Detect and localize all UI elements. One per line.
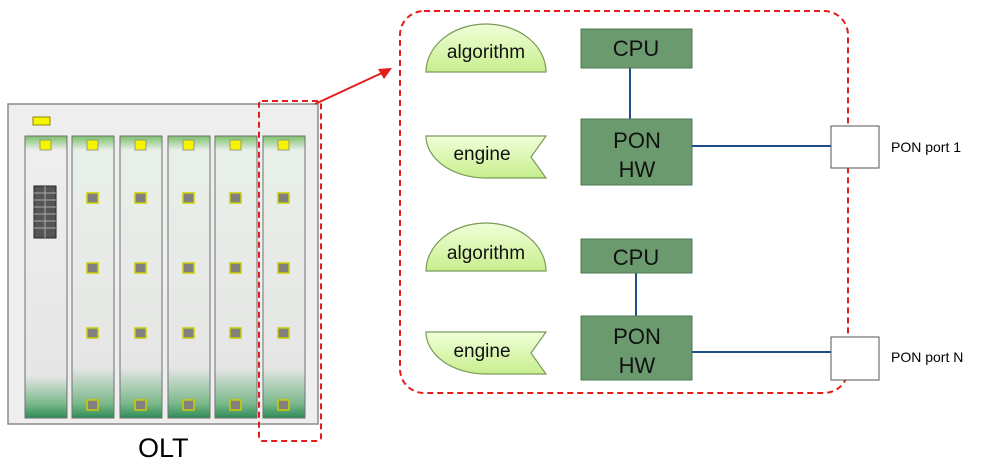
- engine-label-1: engine: [453, 144, 510, 165]
- pon-hw-label-2-line1: PON: [613, 324, 661, 349]
- engine-shape-2: [425, 331, 548, 375]
- pon-port-label-1: PON port 1: [891, 139, 962, 155]
- pon-hw-label-2-line2: HW: [619, 353, 656, 378]
- algorithm-label-2: algorithm: [447, 243, 525, 264]
- olt-line-card-3: [167, 135, 211, 419]
- zoom-arrow: [314, 68, 392, 105]
- olt-line-card-5-highlighted: [262, 135, 306, 419]
- olt-label: OLT: [138, 433, 189, 463]
- cpu-box-1: [580, 28, 693, 69]
- pon-hw-box-1: [580, 118, 693, 186]
- cpu-label-1: CPU: [613, 36, 659, 61]
- cpu-label-2: CPU: [613, 245, 659, 270]
- pon-hw-box-2: [580, 315, 693, 381]
- engine-shape-1: [425, 135, 548, 179]
- engine-label-2: engine: [453, 341, 510, 362]
- pon-hw-label-1-line2: HW: [619, 157, 656, 182]
- algorithm-shape-2: [425, 222, 547, 272]
- pon-port-box-2: [830, 336, 880, 381]
- pon-hw-label-1-line1: PON: [613, 128, 661, 153]
- olt-control-card: [24, 135, 68, 419]
- pon-port-box-1: [830, 125, 880, 169]
- chassis-status-led: [32, 116, 51, 126]
- olt-line-card-2: [119, 135, 163, 419]
- pon-port-label-n: PON port N: [891, 349, 964, 365]
- algorithm-label-1: algorithm: [447, 42, 525, 63]
- olt-chassis: [7, 103, 319, 425]
- cpu-box-2: [580, 238, 693, 274]
- algorithm-shape-1: [425, 23, 547, 73]
- olt-line-card-4: [214, 135, 258, 419]
- olt-line-card-1: [71, 135, 115, 419]
- port-connector-icon: [33, 185, 57, 239]
- card-detail-box: [399, 10, 849, 394]
